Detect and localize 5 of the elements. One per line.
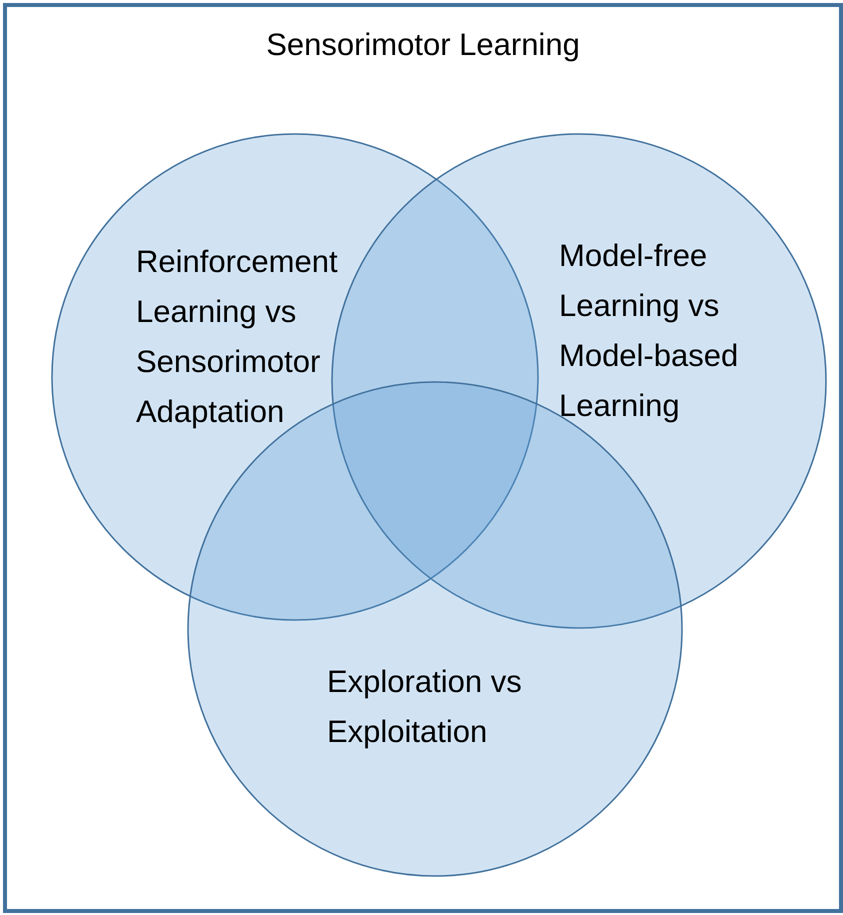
frame-box	[3, 3, 843, 913]
circle-label: Exploration vs Exploitation	[327, 663, 523, 751]
frame-heading: Sensorimotor Learning	[266, 27, 580, 63]
circle-label: Reinforcement Learning vs Sensorimotor Adaptation	[136, 243, 339, 431]
circle-label: Model-free Learning vs Model-based Learning	[559, 237, 740, 425]
